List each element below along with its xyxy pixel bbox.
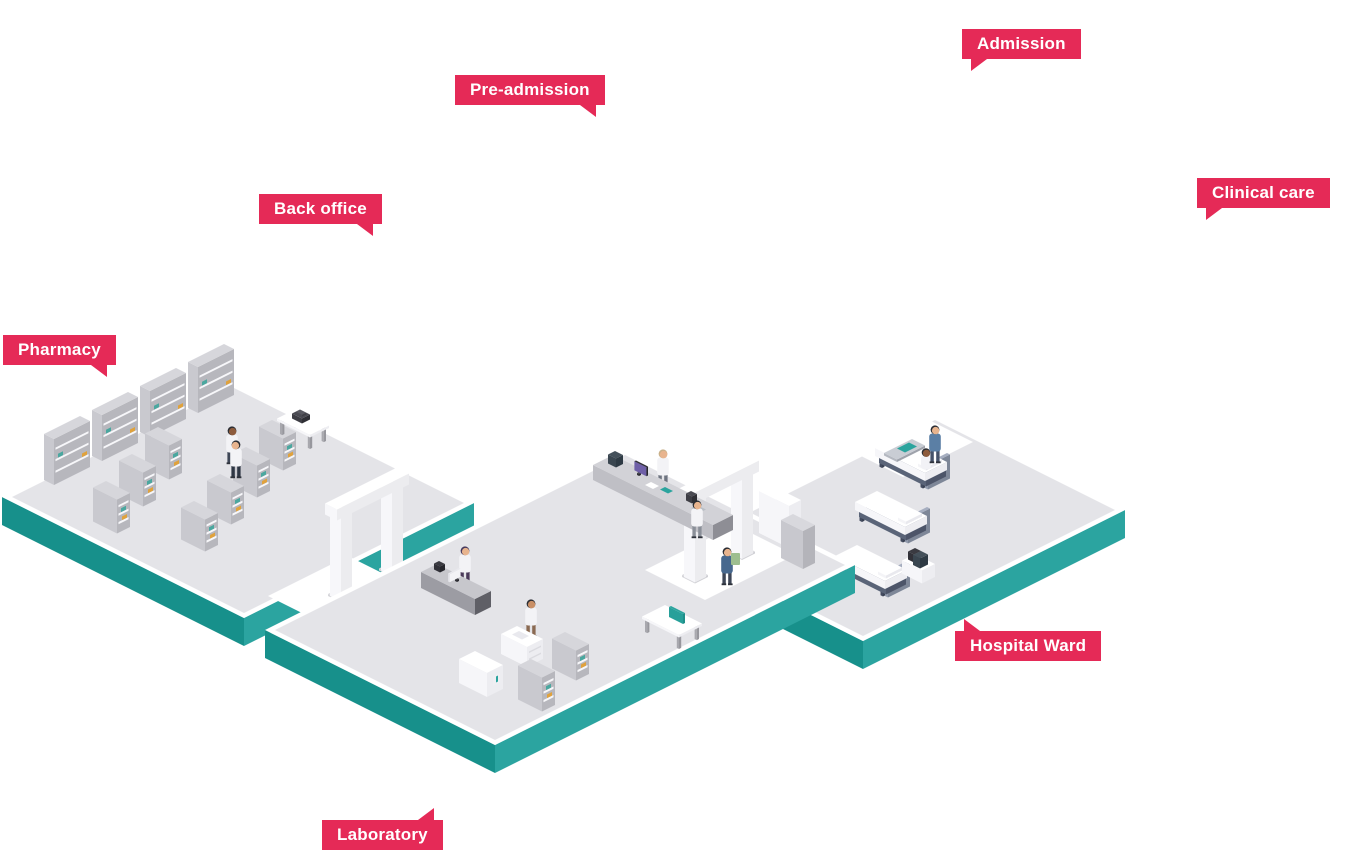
label-laboratory[interactable]: Laboratory [322,808,443,850]
shelf-unit [552,632,589,681]
label-pharmacy-text: Pharmacy [18,340,101,359]
pharmacist [230,440,242,479]
area-laboratory [265,449,855,773]
label-pre-admission-text: Pre-admission [470,80,590,99]
label-laboratory-text: Laboratory [337,825,428,844]
lab-cabinets [459,626,543,697]
shelf-unit [92,392,138,461]
label-pre-admission[interactable]: Pre-admission [455,75,605,117]
label-admission[interactable]: Admission [962,29,1081,71]
shelf-unit [518,659,555,712]
label-back-office-text: Back office [274,199,367,218]
label-admission-text: Admission [977,34,1066,53]
label-clinical-care-text: Clinical care [1212,183,1315,202]
shelf-unit [44,416,90,485]
shelf-unit [188,344,234,413]
shelf-unit [181,501,218,552]
label-hospital-ward[interactable]: Hospital Ward [955,619,1102,661]
lab-technician [691,500,703,539]
label-clinical-care[interactable]: Clinical care [1197,178,1330,220]
printer [292,409,310,424]
lab-desk [421,561,491,615]
label-back-office[interactable]: Back office [259,194,382,236]
lab-scientist [525,599,537,638]
hospital-bed [875,437,950,490]
label-hospital-ward-text: Hospital Ward [970,636,1087,655]
nurse-station [902,548,935,584]
shelf-unit [93,481,130,534]
label-pharmacy[interactable]: Pharmacy [3,335,116,377]
hospital-bed [855,491,930,544]
shelf-unit [140,368,186,437]
lab-scientist-with-chart [721,547,740,586]
nurse [929,425,941,464]
